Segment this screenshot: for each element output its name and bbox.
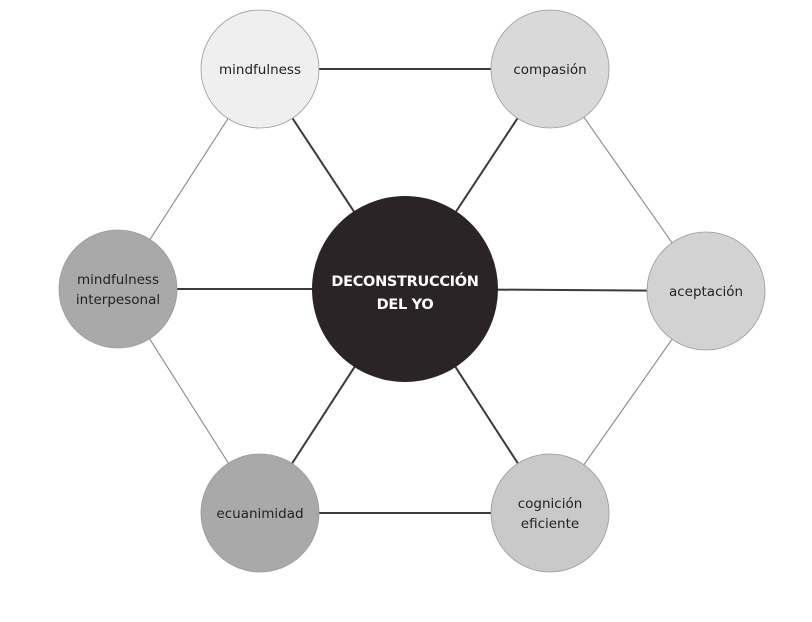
node-label-cognicion-eficiente-line-1: cognición <box>518 496 583 512</box>
node-label-cognicion-eficiente-line-2: eficiente <box>521 516 579 532</box>
node-label-compasion-line-1: compasión <box>513 62 586 78</box>
node-circle-aceptacion <box>646 231 766 351</box>
node-label-ecuanimidad-line-1: ecuanimidad <box>216 506 303 522</box>
node-circle-ecuanimidad <box>200 453 320 573</box>
node-circle-compasion <box>490 9 610 129</box>
node-mindfulness: mindfulness <box>200 9 320 129</box>
center-node: DECONSTRUCCIÓN DEL YO <box>312 196 498 382</box>
nodes-layer: mindfulness compasión aceptación cognición e… <box>58 9 766 573</box>
node-label-aceptacion-line-1: aceptación <box>669 284 743 300</box>
center-label-line-1: DECONSTRUCCIÓN <box>331 272 478 290</box>
node-cognicion-eficiente: cognición eficiente <box>490 453 610 573</box>
node-circle-mindfulness <box>200 9 320 129</box>
node-label-mindfulness-line-1: mindfulness <box>219 62 301 78</box>
node-mindfulness-interpersonal: mindfulness interpesonal <box>58 229 178 349</box>
center-label-line-2: DEL YO <box>377 297 434 313</box>
node-circle-cognicion-eficiente <box>490 453 610 573</box>
center-circle <box>312 196 498 382</box>
node-circle-mindfulness-interpersonal <box>58 229 178 349</box>
node-label-mindfulness-interpersonal-line-2: interpesonal <box>76 292 160 308</box>
node-compasion: compasión <box>490 9 610 129</box>
node-ecuanimidad: ecuanimidad <box>200 453 320 573</box>
node-aceptacion: aceptación <box>646 231 766 351</box>
node-label-mindfulness-interpersonal-line-1: mindfulness <box>77 272 159 288</box>
